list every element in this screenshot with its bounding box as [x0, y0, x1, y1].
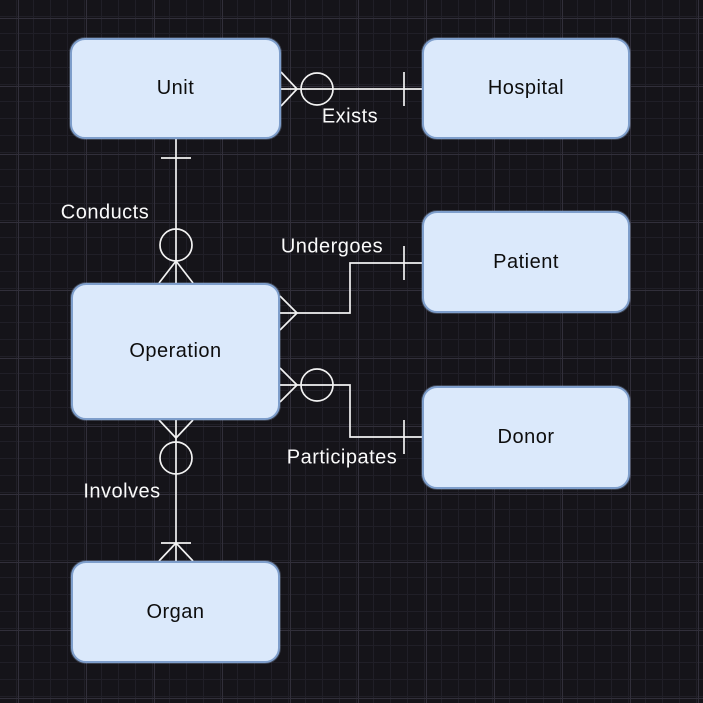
- connector-undergoes[interactable]: [279, 246, 422, 331]
- entity-organ[interactable]: Organ: [71, 561, 280, 663]
- involves-zero-marker: [159, 441, 193, 475]
- edge-label-participates[interactable]: Participates: [286, 446, 398, 469]
- exists-zero-marker: [300, 72, 334, 106]
- entity-operation-label: Operation: [129, 340, 222, 362]
- entity-patient-label: Patient: [493, 250, 559, 273]
- entity-unit-label: Unit: [156, 77, 195, 99]
- entity-operation[interactable]: Operation: [71, 283, 280, 420]
- participates-zero-marker: [300, 368, 334, 402]
- participates-edge-line: [280, 384, 422, 438]
- entity-hospital-label: Hospital: [487, 77, 565, 99]
- entity-unit[interactable]: Unit: [70, 38, 281, 139]
- exists-many-marker: [280, 71, 298, 107]
- edge-label-exists[interactable]: Exists: [321, 105, 379, 128]
- connector-exists[interactable]: [280, 71, 422, 107]
- entity-hospital[interactable]: Hospital: [422, 38, 630, 139]
- entity-organ-label: Organ: [146, 600, 205, 623]
- conducts-many-marker: [158, 260, 194, 284]
- involves-many-marker-bottom: [158, 542, 194, 562]
- undergoes-many-marker: [279, 295, 298, 331]
- participates-many-marker: [279, 367, 298, 403]
- edge-label-conducts[interactable]: Conducts: [60, 201, 150, 224]
- connector-participates[interactable]: [279, 367, 422, 454]
- undergoes-edge-line: [280, 262, 422, 314]
- entity-donor-label: Donor: [497, 426, 555, 448]
- edge-label-undergoes[interactable]: Undergoes: [280, 235, 384, 258]
- edge-label-involves[interactable]: Involves: [83, 480, 161, 503]
- connector-conducts[interactable]: [158, 139, 194, 284]
- entity-donor[interactable]: Donor: [422, 386, 630, 489]
- connector-involves[interactable]: [158, 419, 194, 562]
- entity-patient[interactable]: Patient: [422, 211, 630, 313]
- involves-many-marker-top: [158, 419, 194, 439]
